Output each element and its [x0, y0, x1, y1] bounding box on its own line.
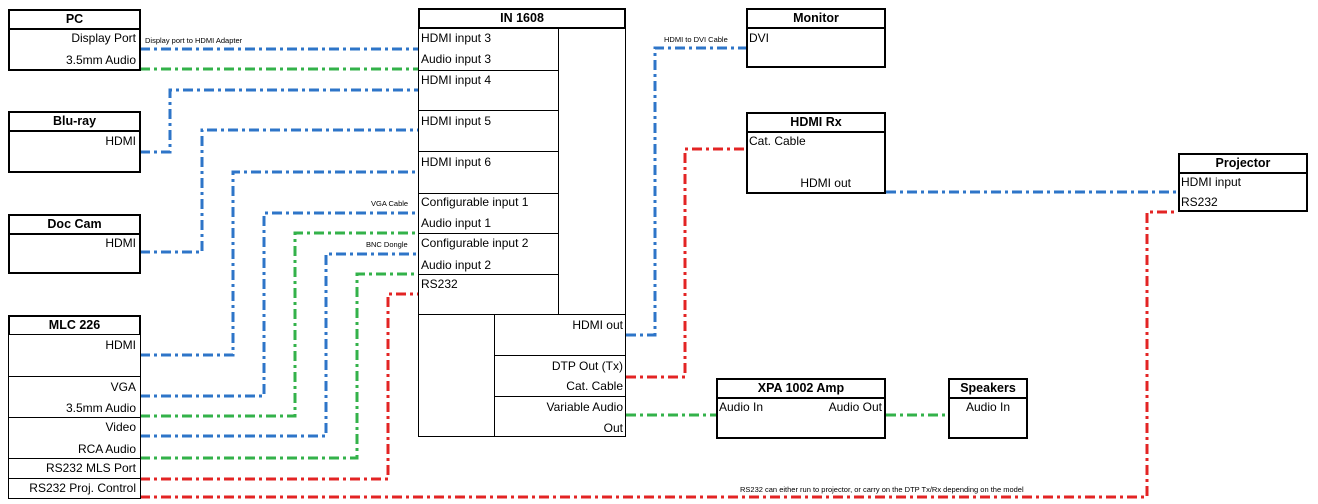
xpa-audio-out-label: Audio Out [828, 400, 882, 414]
in1608-configurable-input-2: Configurable input 2 [421, 236, 529, 250]
note-hdmi-dvi: HDMI to DVI Cable [664, 35, 728, 44]
in1608-hdmi-input-6: HDMI input 6 [421, 155, 492, 169]
pc-title: PC [8, 9, 141, 30]
in1608-output-left [418, 314, 495, 437]
note-dp-adapter: Display port to HDMI Adapter [145, 36, 243, 45]
projector-title: Projector [1178, 153, 1308, 174]
cable-mlc-rca-audio [140, 272, 418, 460]
hdmirx-hdmi-out-label: HDMI out [800, 176, 851, 190]
pc-audio-label: 3.5mm Audio [65, 53, 136, 67]
cable-hdmi-out-monitor [626, 46, 746, 337]
mlc-rs232-proj-label: RS232 Proj. Control [29, 481, 136, 495]
in1608-config-cell-2 [418, 233, 559, 275]
in1608-audio-input-2: Audio input 2 [421, 258, 492, 272]
cable-mlc-video [140, 252, 418, 438]
in1608-title: IN 1608 [418, 8, 626, 29]
in1608-right-column [558, 28, 626, 315]
in1608-audio-input-3: Audio input 3 [421, 52, 492, 66]
in1608-config-cell-1 [418, 193, 559, 234]
in1608-hdmi-input-3: HDMI input 3 [421, 31, 492, 45]
in1608-audio-out-cell [494, 396, 626, 437]
cable-mlc-vga [140, 211, 418, 398]
in1608-hdmi-out-cell [494, 314, 626, 356]
mlc-video-label: Video [105, 420, 136, 434]
cable-doccam-hdmi [140, 128, 418, 254]
in1608-cat-cable-label: Cat. Cable [566, 379, 623, 393]
bluray-hdmi-label: HDMI [105, 134, 136, 148]
cable-bluray-hdmi [140, 88, 418, 154]
note-vga-cable: VGA Cable [371, 199, 409, 208]
doccam-hdmi-label: HDMI [105, 236, 136, 250]
mlc-title: MLC 226 [8, 315, 141, 336]
monitor-device [746, 27, 886, 68]
in1608-dtp-out-label: DTP Out (Tx) [551, 359, 623, 373]
speakers-device [948, 397, 1028, 439]
hdmirx-title: HDMI Rx [746, 112, 886, 133]
in1608-rs232-input: RS232 [421, 277, 458, 291]
mlc-rs232-proj-cell [8, 478, 141, 499]
xpa-device [716, 397, 886, 439]
speakers-audio-in-label: Audio In [965, 400, 1011, 414]
note-rs232: RS232 can either run to projector, or ca… [740, 485, 1024, 494]
in1608-out-label: Out [603, 421, 623, 435]
note-bnc-dongle: BNC Dongle [366, 240, 408, 249]
bluray-device [8, 130, 141, 173]
in1608-variable-audio-label: Variable Audio [546, 400, 624, 414]
cable-dtp-hdmirx [626, 147, 746, 379]
in1608-dtp-cell [494, 355, 626, 397]
in1608-configurable-input-1: Configurable input 1 [421, 195, 529, 209]
projector-hdmi-input-label: HDMI input [1181, 175, 1242, 189]
mlc-rca-label: RCA Audio [77, 442, 136, 456]
hdmirx-device [746, 131, 886, 194]
pc-device [8, 28, 141, 71]
doccam-device [8, 233, 141, 274]
mlc-vga-label: VGA [110, 380, 136, 394]
xpa-title: XPA 1002 Amp [716, 378, 886, 399]
speakers-title: Speakers [948, 378, 1028, 399]
hdmirx-cat-cable-label: Cat. Cable [749, 134, 806, 148]
cable-mlc-hdmi [140, 170, 418, 357]
bluray-title: Blu-ray [8, 111, 141, 132]
in1608-audio-input-1: Audio input 1 [421, 216, 492, 230]
doccam-title: Doc Cam [8, 214, 141, 235]
mlc-rs232-mls-label: RS232 MLS Port [45, 461, 136, 475]
xpa-audio-in-label: Audio In [719, 400, 764, 414]
cable-rs232-mls [140, 292, 418, 481]
pc-display-port-label: Display Port [71, 31, 136, 45]
in1608-hdmi-out-label: HDMI out [572, 318, 623, 332]
in1608-hdmi-input-4: HDMI input 4 [421, 73, 492, 87]
mlc-audio-label: 3.5mm Audio [65, 401, 136, 415]
projector-device [1178, 172, 1308, 212]
projector-rs232-label: RS232 [1181, 195, 1218, 209]
monitor-dvi-label: DVI [749, 31, 770, 45]
in1608-hdmi-input-5: HDMI input 5 [421, 114, 492, 128]
monitor-title: Monitor [746, 8, 886, 29]
cable-rs232-projector [140, 210, 1178, 499]
mlc-hdmi-label: HDMI [105, 338, 136, 352]
cable-mlc-35mm-audio [140, 231, 418, 418]
